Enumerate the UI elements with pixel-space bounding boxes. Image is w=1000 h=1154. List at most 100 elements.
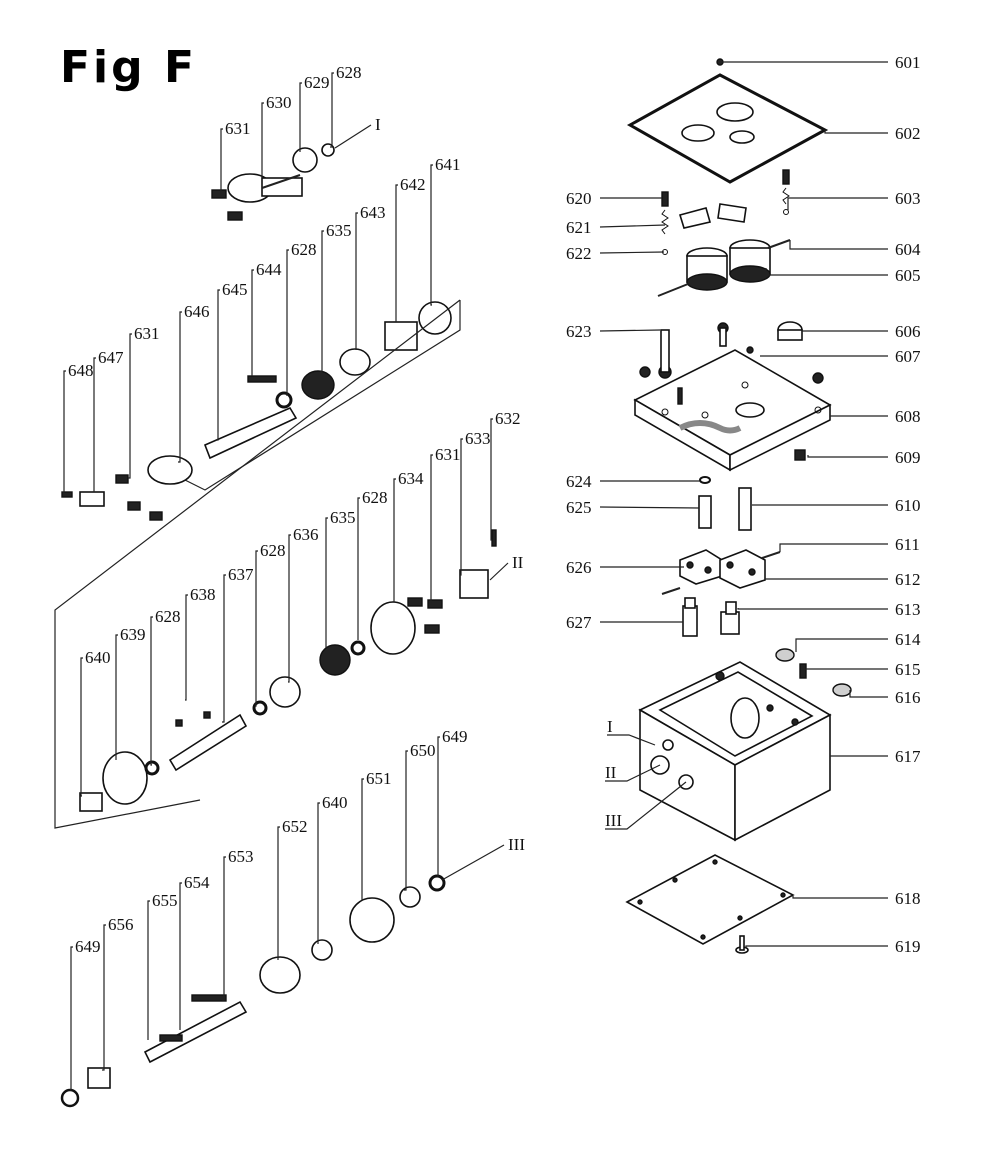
callout-627: 627 [566,613,592,632]
leader-618 [792,896,888,899]
callout-607: 607 [895,347,921,366]
shaft-label-1: I [375,115,381,134]
asmII-636-6: 636 [293,525,319,544]
shaft-leader-2 [489,562,509,581]
asmI-leader-631-0 [215,128,223,196]
housing-label-3: III [605,811,622,830]
asmTop-leader-648-0 [63,370,66,495]
asmTop-leader-644-5 [251,269,254,376]
asmII-628-8: 628 [362,488,388,507]
leader-622 [599,251,665,254]
asmII-632-12: 632 [495,409,521,428]
asmIII-649-0: 649 [75,937,101,956]
asmTop-641-10: 641 [435,155,461,174]
asmIII-654-3: 654 [184,873,210,892]
leader-609 [807,455,888,458]
callout-602: 602 [895,124,921,143]
asmII-640-0: 640 [85,648,111,667]
shaft-III-shape [60,874,446,1108]
asmTop-leader-646-3 [178,311,182,463]
asmTop-648-0: 648 [68,361,94,380]
asmIII-leader-653-4 [222,856,226,1001]
asmTop-631-2: 631 [134,324,160,343]
housing-label-2: II [605,763,617,782]
leader-614 [795,638,888,652]
leader-616 [849,690,888,698]
callout-601: 601 [895,53,921,72]
asmII-leader-628-8 [357,497,360,640]
callout-608: 608 [895,407,921,426]
housing-leader-1 [607,734,656,746]
asmTop-leader-635-7 [320,230,324,373]
shift-rods-shape [698,476,752,531]
asmTop-646-3: 646 [184,302,210,321]
asmIII-leader-650-8 [404,750,408,891]
asmI-630-1: 630 [266,93,292,112]
callout-626: 626 [566,558,592,577]
top-shaft-shape [61,301,452,521]
detent-springs-shape [661,169,790,255]
asmII-leader-639-1 [115,634,118,760]
asmII-634-9: 634 [398,469,424,488]
asmIII-651-7: 651 [366,769,392,788]
asmII-631-10: 631 [435,445,461,464]
right-assembly-drawing [625,58,852,954]
top-cover-608-shape [633,322,832,472]
asmTop-leader-643-8 [355,212,358,350]
leader-612 [764,570,888,580]
asmII-leader-628-5 [255,550,258,707]
housing-plugs-shape [775,648,852,697]
callout-617: 617 [895,747,921,766]
asmIII-650-8: 650 [410,741,436,760]
callout-620: 620 [566,189,592,208]
callout-625: 625 [566,498,592,517]
asmII-leader-635-7 [325,517,328,648]
callout-605: 605 [895,266,921,285]
callout-612: 612 [895,570,921,589]
asmTop-645-4: 645 [222,280,248,299]
asmTop-647-1: 647 [98,348,124,367]
leader-625 [599,506,700,509]
screw-619-shape [735,935,749,954]
callout-610: 610 [895,496,921,515]
asmIII-649-9: 649 [442,727,468,746]
shaft-leader-3 [441,844,505,881]
leader-623 [599,329,661,332]
shaft-label-2: II [512,553,524,572]
asmTop-leader-645-4 [216,289,220,441]
asmI-leader-630-1 [261,102,264,178]
asmII-leader-638-3 [185,594,188,701]
leader-617 [829,750,888,757]
asmTop-643-8: 643 [360,203,386,222]
callout-613: 613 [895,600,921,619]
asmIII-640-6: 640 [322,793,348,812]
asmTop-642-9: 642 [400,175,426,194]
asmIII-leader-649-9 [437,736,440,877]
asmIII-leader-651-7 [361,778,364,900]
callout-611: 611 [895,535,920,554]
leader-605 [765,268,888,276]
asmII-635-7: 635 [330,508,356,527]
leader-606 [801,330,888,335]
callout-603: 603 [895,189,921,208]
asmI-631-0: 631 [225,119,251,138]
selector-knobs-605-shape [657,239,791,297]
leader-lines [63,61,888,1091]
left-assembly-drawing [54,143,497,1108]
asmTop-644-5: 644 [256,260,282,279]
asmII-leader-633-11 [460,438,463,576]
leader-611 [779,543,888,552]
callout-604: 604 [895,240,921,259]
asmTop-628-6: 628 [291,240,317,259]
asmTop-leader-647-1 [92,357,96,493]
asmII-628-5: 628 [260,541,286,560]
leader-615 [805,668,888,670]
callout-621: 621 [566,218,592,237]
gearbox-housing-617-shape [638,661,832,842]
asmI-leader-628-3 [330,72,334,148]
asmI-628-3: 628 [336,63,362,82]
leader-604 [789,240,888,250]
asmII-leader-636-6 [288,534,291,683]
callout-622: 622 [566,244,592,263]
